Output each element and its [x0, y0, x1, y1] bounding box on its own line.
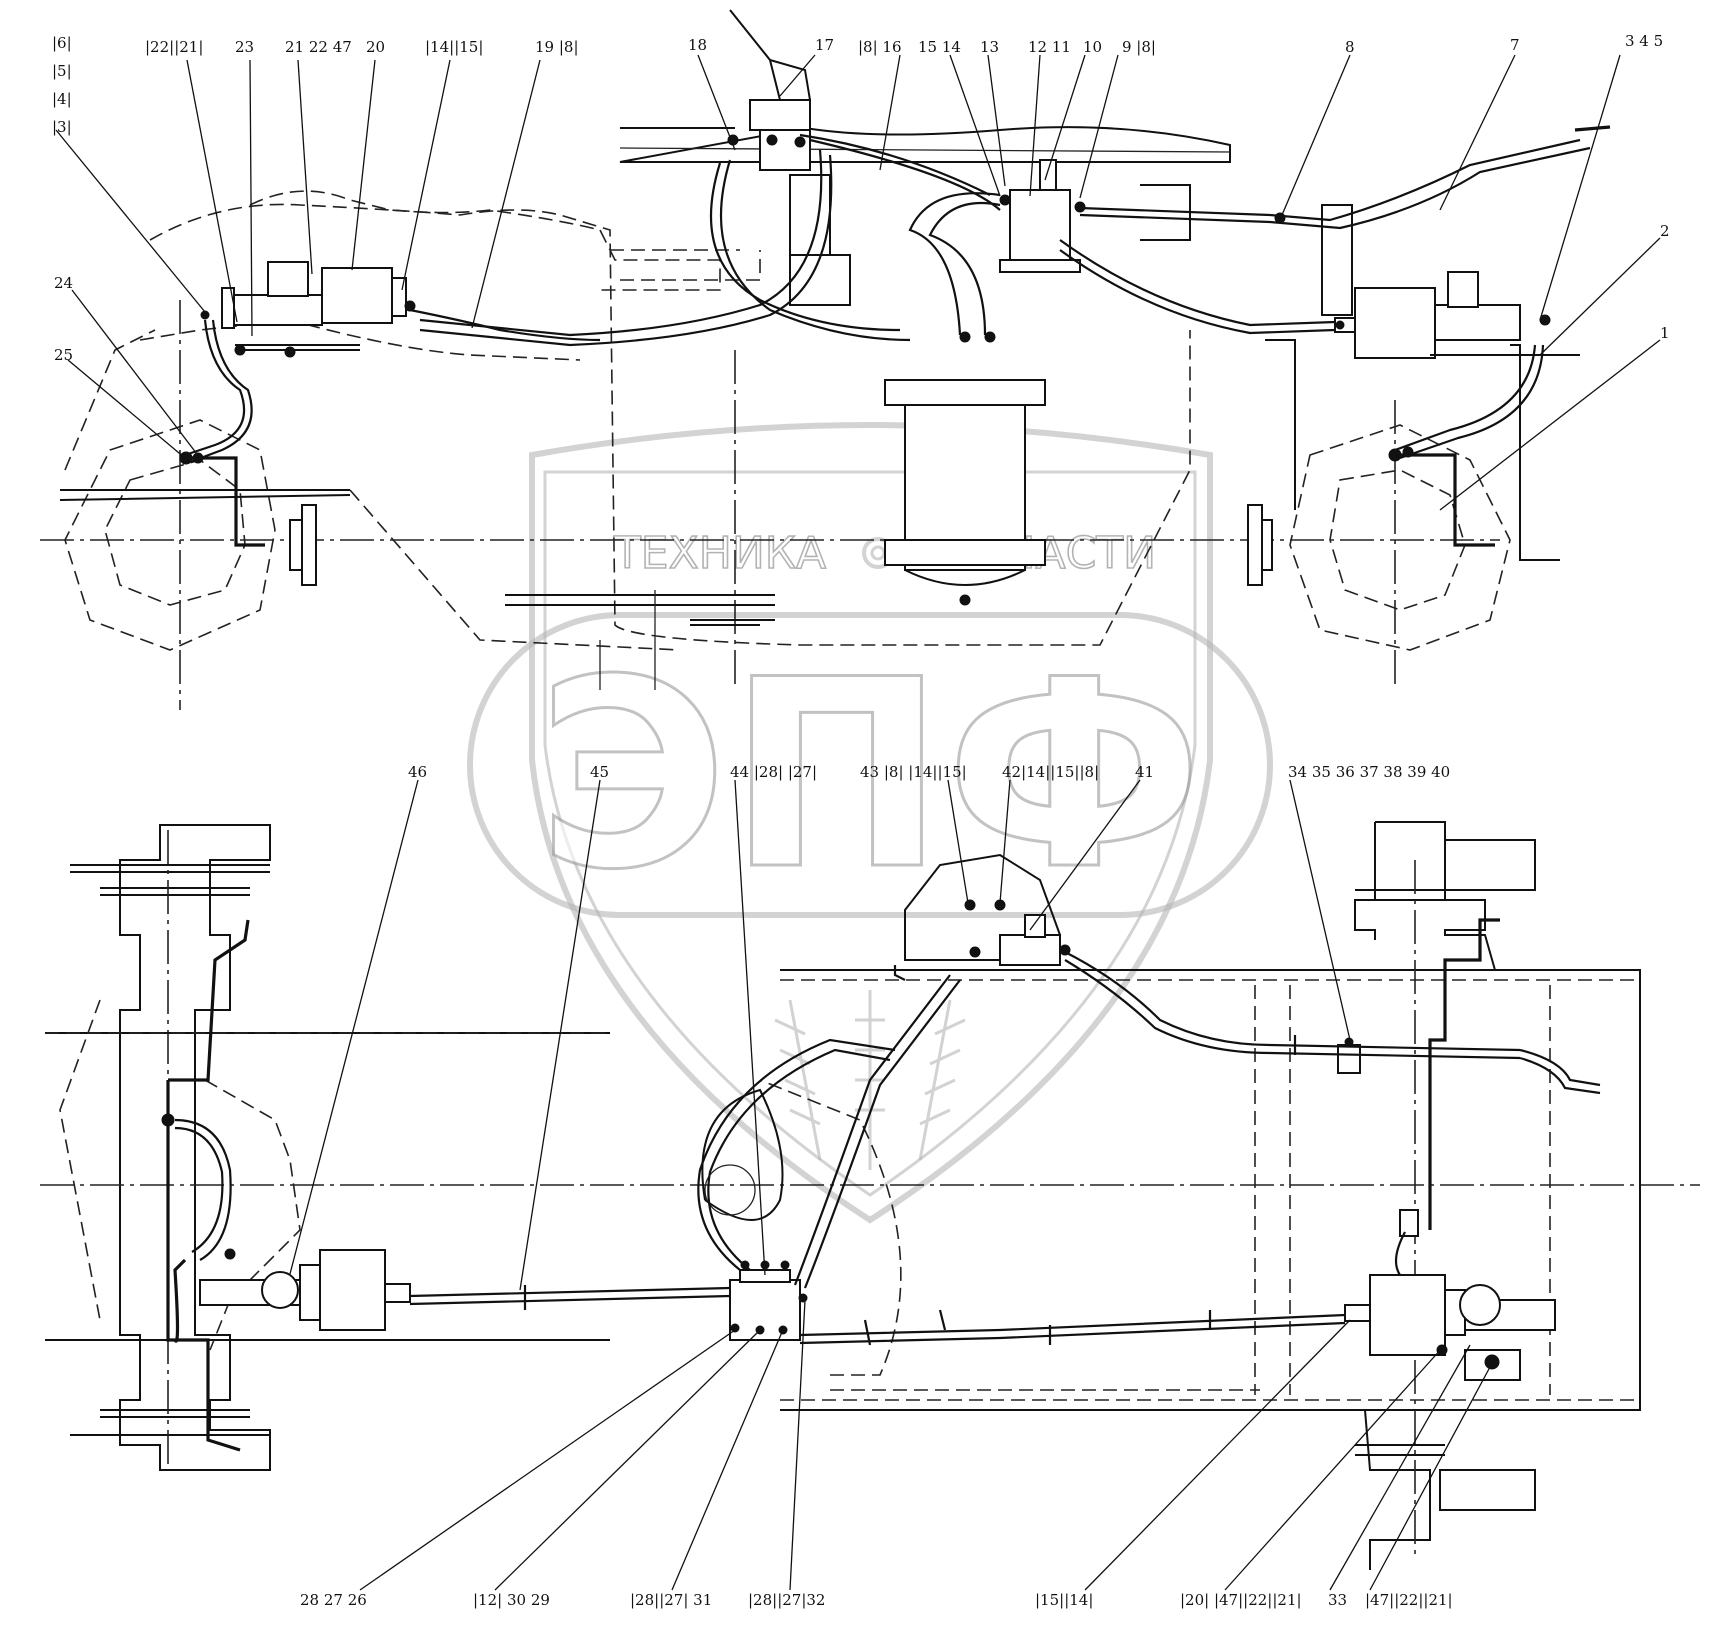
valve-block-41: [964, 899, 1071, 966]
valve-block-10: [999, 159, 1086, 273]
plan-pipe-main: [409, 1286, 731, 1298]
label-8-16: |8| 16: [858, 38, 902, 56]
label-21-22-47: 21 22 47: [285, 38, 352, 56]
label-19-8: 19 |8|: [535, 38, 579, 56]
label-12-11: 12 11: [1028, 38, 1071, 56]
rear-wheel-outline: [1289, 424, 1511, 651]
label-15-14: |15||14|: [1035, 1591, 1093, 1609]
label-44-28-27: 44 |28| |27|: [730, 763, 817, 781]
label-45: 45: [590, 763, 609, 781]
plan-view-drawing: [40, 821, 1700, 1570]
front-brake-chamber: [200, 261, 407, 358]
label-28-27-32: |28||27|32: [748, 1591, 825, 1609]
label-25: 25: [54, 346, 73, 364]
label-4: |4|: [52, 90, 72, 108]
air-tank: [884, 331, 1046, 606]
label-15-14: 15 14: [918, 38, 961, 56]
label-9-8: 9 |8|: [1122, 38, 1156, 56]
label-5: |5|: [52, 62, 72, 80]
brake-valve-17: [727, 9, 851, 306]
side-view-drawing: [40, 9, 1611, 710]
label-12-30-29: |12| 30 29: [473, 1591, 550, 1609]
label-17: 17: [815, 36, 834, 54]
label-33: 33: [1328, 1591, 1347, 1609]
rear-brake-chamber: [1265, 271, 1580, 561]
label-20: 20: [366, 38, 385, 56]
pipe-line: [709, 162, 901, 332]
front-wheel-outline: [64, 419, 276, 651]
label-22-21: |22||21|: [145, 38, 203, 56]
relay-valve-26: [729, 1260, 808, 1341]
label-46: 46: [408, 763, 427, 781]
rear-chamber-plan: [1344, 1274, 1556, 1381]
label-28-27-31: |28||27| 31: [630, 1591, 712, 1609]
label-14-15: |14||15|: [425, 38, 483, 56]
label-10: 10: [1083, 38, 1102, 56]
front-chamber-plan: [199, 1248, 411, 1331]
label-28-27-26: 28 27 26: [300, 1591, 367, 1609]
label-34-40: 34 35 36 37 38 39 40: [1288, 763, 1450, 781]
label-3: |3|: [52, 118, 72, 136]
label-42-14-15-8: 42|14||15||8|: [1002, 763, 1099, 781]
watermark-word-left: ТЕХНИКА: [613, 528, 826, 579]
label-2: 2: [1660, 222, 1670, 240]
watermark-logo: ТЕХНИКА ЗАПЧАСТИ ЭПФ: [467, 422, 1273, 1224]
label-20-47-22-21: |20| |47||22||21|: [1180, 1591, 1302, 1609]
label-41: 41: [1135, 763, 1154, 781]
label-8: 8: [1345, 38, 1355, 56]
leader-lines: [55, 54, 1661, 1591]
callout-labels: |6| |5| |4| |3| |22||21| 23 21 22 47 20 …: [52, 32, 1670, 1609]
label-6: |6|: [52, 34, 72, 52]
label-1: 1: [1660, 324, 1670, 342]
label-43-8-14-15: 43 |8| |14||15|: [860, 763, 967, 781]
watermark-big-letters: ЭПФ: [537, 625, 1203, 927]
label-7: 7: [1510, 36, 1520, 54]
label-13: 13: [980, 38, 999, 56]
label-3-4-5: 3 4 5: [1625, 32, 1663, 50]
label-18: 18: [688, 36, 707, 54]
label-47-22-21: |47||22||21|: [1365, 1591, 1453, 1609]
label-23: 23: [235, 38, 254, 56]
label-24: 24: [54, 274, 73, 292]
